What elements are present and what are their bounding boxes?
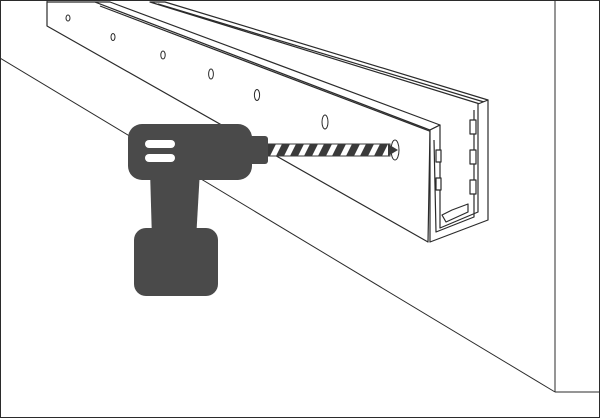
cordless-drill bbox=[128, 124, 268, 296]
channel-base-slot bbox=[441, 203, 469, 223]
drill-vent-slot-1 bbox=[145, 140, 175, 148]
drill-chuck bbox=[248, 136, 268, 164]
channel-rib-3 bbox=[469, 179, 477, 195]
drill-vent-slot-2 bbox=[145, 154, 175, 162]
channel-back-face bbox=[46, 1, 431, 243]
channel-rib-1 bbox=[469, 119, 477, 135]
channel-lip-line bbox=[99, 5, 433, 133]
mounting-hole-2 bbox=[110, 33, 116, 41]
drill-bit-tip bbox=[388, 144, 398, 156]
floor-line bbox=[0, 57, 556, 393]
mounting-hole-5 bbox=[253, 89, 261, 101]
room-geometry bbox=[0, 0, 600, 393]
drill-battery bbox=[134, 228, 218, 296]
channel-far-lip-line bbox=[157, 3, 485, 103]
drill-motor-housing bbox=[128, 124, 252, 180]
mounting-hole-1 bbox=[65, 14, 71, 22]
channel-rib-2 bbox=[469, 149, 477, 165]
drill-bit-flutes bbox=[262, 144, 388, 156]
mounting-hole-4 bbox=[208, 68, 214, 80]
channel-rib-4 bbox=[435, 149, 442, 163]
channel-profile bbox=[46, 1, 489, 243]
drill-bit bbox=[261, 143, 398, 157]
mounting-holes bbox=[65, 14, 400, 161]
channel-end-section bbox=[429, 99, 489, 243]
channel-rib-5 bbox=[435, 177, 442, 191]
mounting-hole-3 bbox=[160, 50, 166, 60]
mounting-hole-6 bbox=[321, 114, 329, 130]
drill-handle bbox=[150, 170, 200, 240]
